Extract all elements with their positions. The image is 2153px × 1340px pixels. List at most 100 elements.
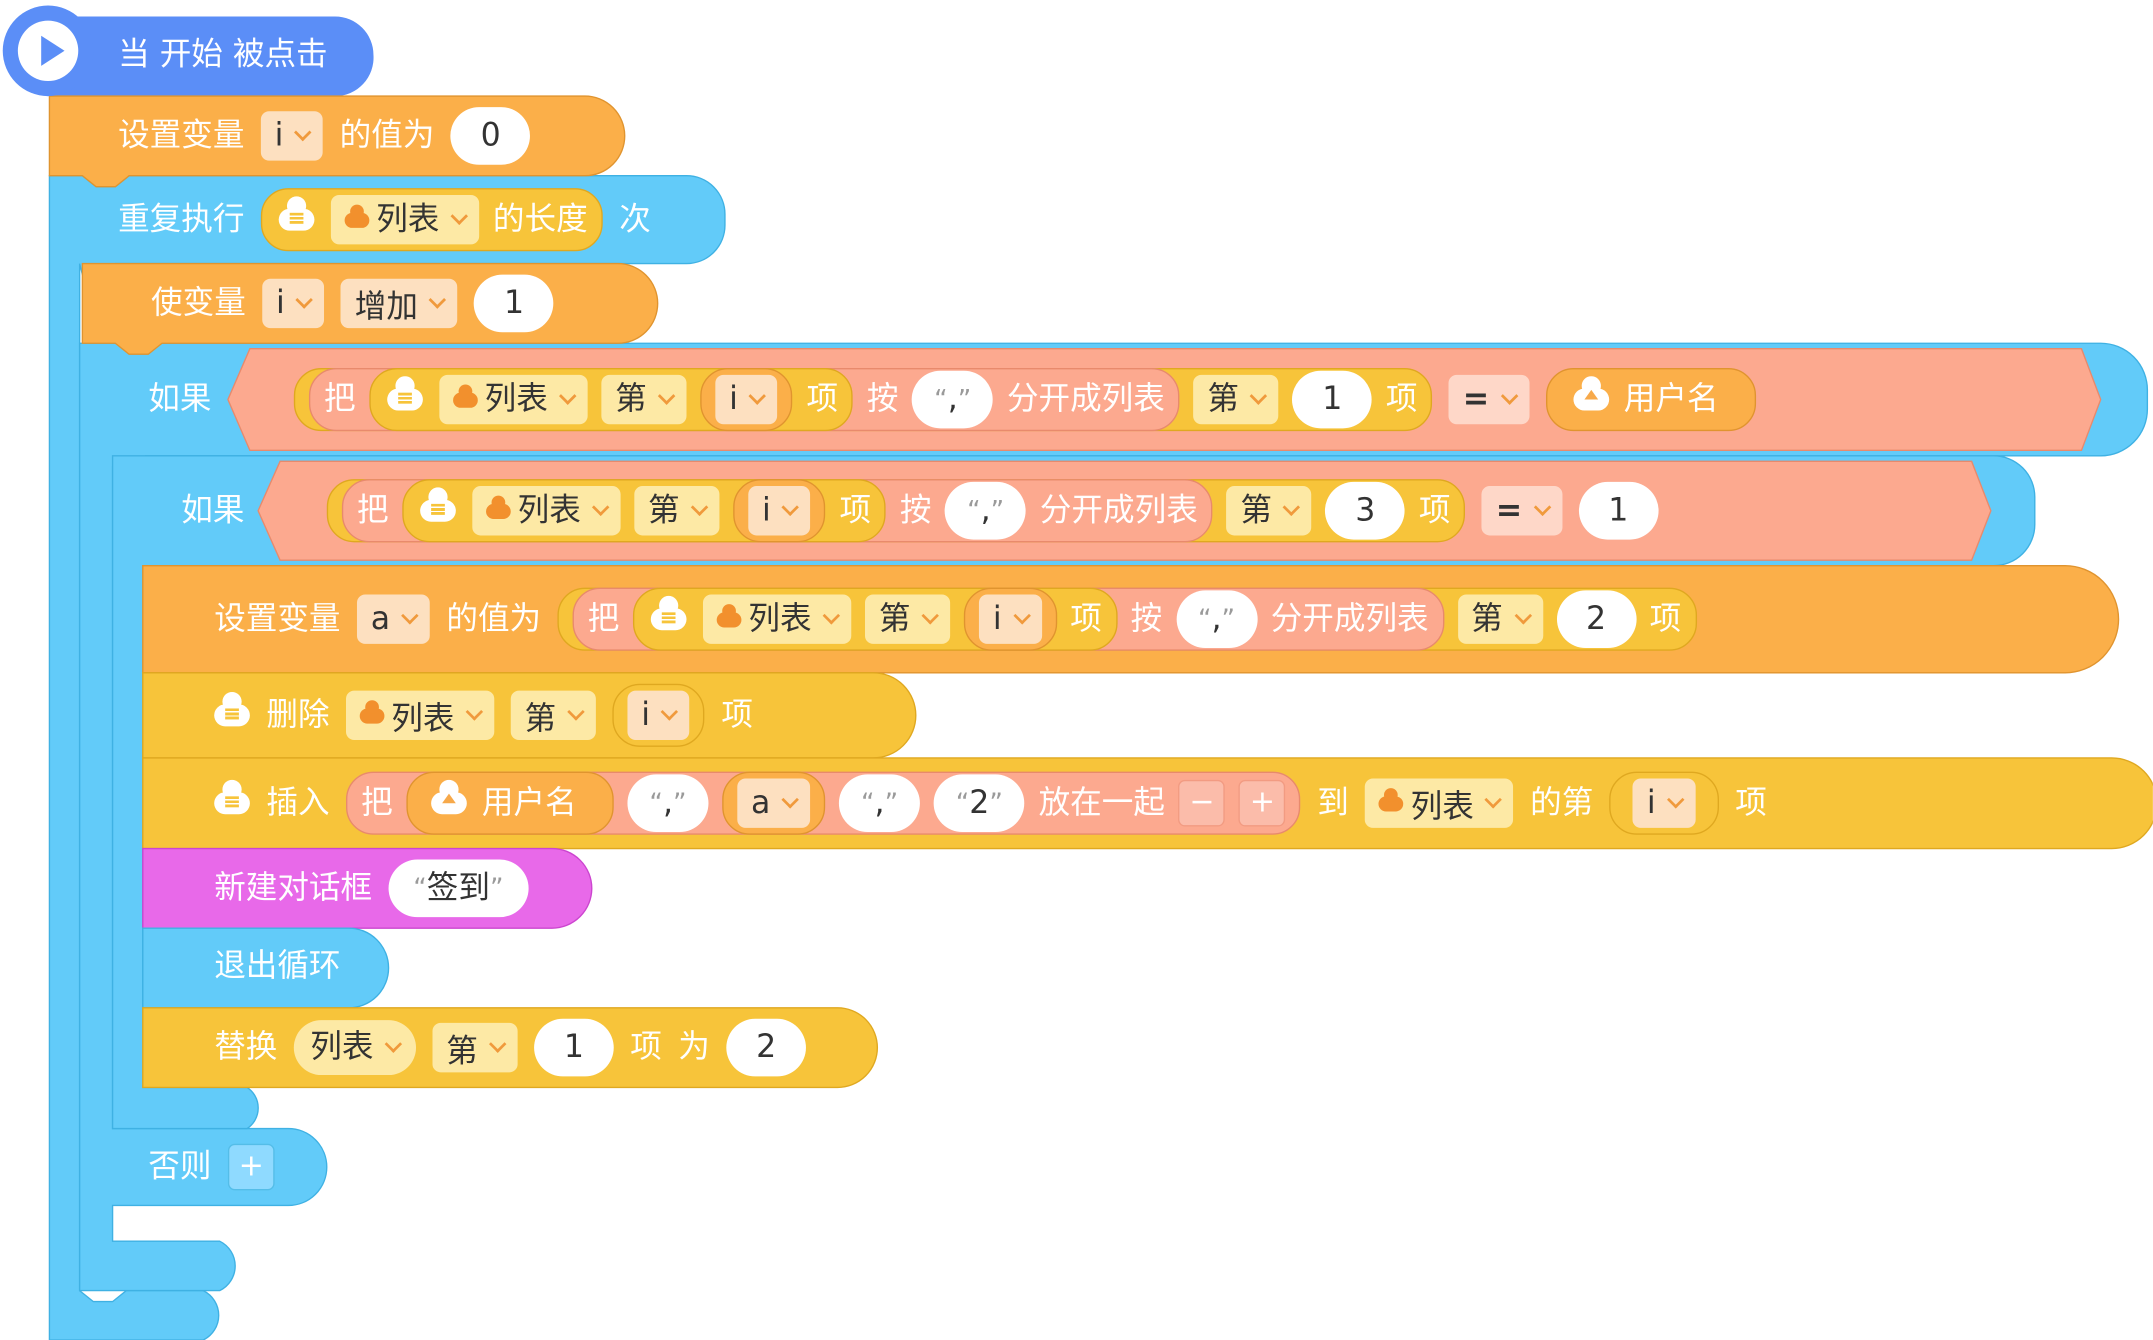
list-item-reporter[interactable]: 把 列表 第 i 项 按 “,” 分开成列表 第 3 项 — [326, 479, 1466, 543]
list-index-reporter[interactable]: 列表 第 i 项 — [369, 367, 854, 432]
insert-label: 插入 — [266, 784, 330, 821]
list-item-reporter[interactable]: 把 列表 第 i 项 按 “,” 分开成列表 第 2 项 — [557, 587, 1697, 651]
plus-button[interactable]: + — [1239, 779, 1286, 827]
set-a-block[interactable]: 设置变量 a 的值为 把 列表 第 i 项 按 “,” 分开成列表 第 2 项 — [214, 586, 1697, 652]
variable-dropdown-i[interactable]: i — [1633, 778, 1696, 828]
break-block[interactable]: 退出循环 — [214, 939, 340, 994]
repeat-block-shape[interactable] — [48, 175, 726, 1340]
index-type-dropdown[interactable]: 第 — [432, 1022, 518, 1073]
split-reporter[interactable]: 把 列表 第 i 项 按 “,” 分开成列表 — [341, 479, 1213, 543]
index-input[interactable]: 1 — [1292, 370, 1373, 429]
list-length-reporter[interactable]: 列表 的长度 — [260, 188, 603, 252]
replace-value-input[interactable]: 2 — [726, 1018, 806, 1077]
chevron-down-icon — [1513, 606, 1532, 624]
an-label: 按 — [899, 492, 932, 528]
separator-input[interactable]: “,” — [1175, 590, 1257, 649]
cloud-list-icon — [384, 376, 425, 420]
variable-dropdown-i[interactable]: i — [748, 486, 811, 536]
variable-dropdown-i[interactable]: i — [627, 690, 690, 741]
list-dropdown[interactable]: 列表 — [472, 486, 621, 536]
increment-input[interactable]: 1 — [474, 274, 554, 333]
chevron-down-icon — [1250, 386, 1268, 405]
split-reporter[interactable]: 把 列表 第 i 项 按 “,” 分开成列表 — [572, 587, 1444, 651]
xiang-label: 项 — [1385, 381, 1418, 417]
ba-label: 把 — [587, 600, 620, 637]
index-type-dropdown[interactable]: 第 — [601, 374, 687, 425]
index-input[interactable]: 1 — [534, 1018, 614, 1077]
list-index-reporter[interactable]: 列表 第 i 项 — [402, 479, 887, 543]
insert-block[interactable]: 插入 把 用户名 “,” a “,” “2” 放在一起 − + 到 列表 的第 … — [211, 769, 1767, 838]
dialog-text-input[interactable]: “签到” — [388, 859, 529, 918]
list-index-reporter[interactable]: 列表 第 i 项 — [633, 587, 1117, 651]
variable-reporter[interactable]: i — [612, 683, 705, 747]
if2-block[interactable]: 如果 把 列表 第 i 项 按 “,” 分开成列表 第 3 项 = 1 — [181, 476, 1659, 545]
list-dropdown[interactable]: 列表 — [439, 374, 588, 425]
string-input-comma[interactable]: “,” — [839, 774, 921, 833]
compare-operator-dropdown[interactable]: = — [1482, 486, 1563, 536]
chevron-down-icon — [1485, 790, 1503, 808]
chevron-down-icon — [558, 386, 577, 405]
set-i-block[interactable]: 设置变量 i 的值为 0 — [118, 104, 531, 167]
list-dropdown[interactable]: 列表 — [330, 194, 480, 245]
dialog-block[interactable]: 新建对话框 “签到” — [214, 857, 529, 920]
index-type-dropdown[interactable]: 第 — [1457, 594, 1543, 644]
cloud-list-icon — [417, 487, 458, 531]
string-input-2[interactable]: “2” — [933, 774, 1025, 833]
operation-dropdown[interactable]: 增加 — [341, 278, 458, 329]
ba-label: 把 — [356, 492, 389, 528]
chevron-down-icon — [781, 497, 800, 516]
replace-block[interactable]: 替换 列表 第 1 项 为 2 — [214, 1016, 806, 1079]
cloud-list-icon — [359, 699, 385, 723]
split-reporter[interactable]: 把 列表 第 i 项 按 “,” 分开成列表 — [308, 367, 1180, 432]
repeat-block[interactable]: 重复执行 列表 的长度 次 — [118, 188, 651, 252]
hat-block-shape[interactable] — [46, 16, 374, 97]
variable-reporter[interactable]: i — [700, 367, 793, 432]
compare-value-input[interactable]: 1 — [1578, 481, 1659, 540]
variable-dropdown-a[interactable]: a — [737, 778, 811, 828]
hat-block[interactable]: 当 开始 被点击 — [118, 33, 328, 77]
separator-input[interactable]: “,” — [945, 481, 1027, 540]
join-reporter[interactable]: 把 用户名 “,” a “,” “2” 放在一起 − + — [345, 771, 1301, 835]
variable-reporter[interactable]: i — [1609, 771, 1719, 835]
index-input[interactable]: 2 — [1556, 590, 1636, 649]
chevron-down-icon — [384, 1034, 403, 1053]
join-label: 放在一起 — [1038, 784, 1165, 821]
value-input[interactable]: 0 — [450, 107, 531, 165]
index-type-dropdown[interactable]: 第 — [634, 486, 720, 536]
cloud-variable-reporter[interactable]: 用户名 — [406, 771, 614, 835]
index-type-dropdown[interactable]: 第 — [1193, 374, 1279, 425]
variable-reporter[interactable]: i — [963, 587, 1057, 651]
xiang-label: 项 — [1649, 600, 1682, 637]
variable-dropdown-i[interactable]: i — [262, 278, 325, 329]
index-input[interactable]: 3 — [1325, 481, 1406, 540]
ba-label: 把 — [361, 784, 393, 821]
string-input-comma[interactable]: “,” — [627, 774, 709, 833]
chevron-down-icon — [488, 1034, 507, 1053]
value-of-label: 的值为 — [339, 117, 435, 154]
variable-dropdown-i[interactable]: i — [260, 111, 324, 161]
list-dropdown[interactable]: 列表 — [293, 1020, 417, 1076]
list-dropdown[interactable]: 列表 — [1365, 778, 1514, 828]
cloud-variable-reporter[interactable]: 用户名 — [1545, 367, 1756, 432]
variable-dropdown-i[interactable]: i — [715, 374, 778, 425]
list-item-reporter[interactable]: 把 列表 第 i 项 按 “,” 分开成列表 第 1 项 — [293, 367, 1433, 432]
minus-button[interactable]: − — [1178, 779, 1226, 827]
index-type-dropdown[interactable]: 第 — [1226, 486, 1312, 536]
variable-reporter[interactable]: a — [722, 771, 826, 835]
delete-block[interactable]: 删除 列表 第 i 项 — [211, 683, 753, 747]
break-block-shape[interactable] — [142, 927, 390, 1009]
list-dropdown[interactable]: 列表 — [345, 690, 495, 741]
change-i-block[interactable]: 使变量 i 增加 1 — [151, 272, 554, 335]
variable-reporter[interactable]: i — [733, 479, 826, 543]
add-branch-button[interactable]: + — [227, 1143, 275, 1191]
if1-block[interactable]: 如果 把 列表 第 i 项 按 “,” 分开成列表 第 1 项 = — [148, 365, 1756, 434]
variable-dropdown-i[interactable]: i — [979, 594, 1042, 644]
list-dropdown[interactable]: 列表 — [703, 594, 852, 644]
compare-operator-dropdown[interactable]: = — [1449, 374, 1530, 425]
play-icon[interactable] — [2, 5, 94, 97]
cloud-upload-icon — [1572, 376, 1610, 418]
index-type-dropdown[interactable]: 第 — [865, 594, 951, 644]
separator-input[interactable]: “,” — [912, 370, 994, 429]
variable-dropdown-a[interactable]: a — [356, 594, 430, 644]
index-type-dropdown[interactable]: 第 — [510, 690, 596, 741]
